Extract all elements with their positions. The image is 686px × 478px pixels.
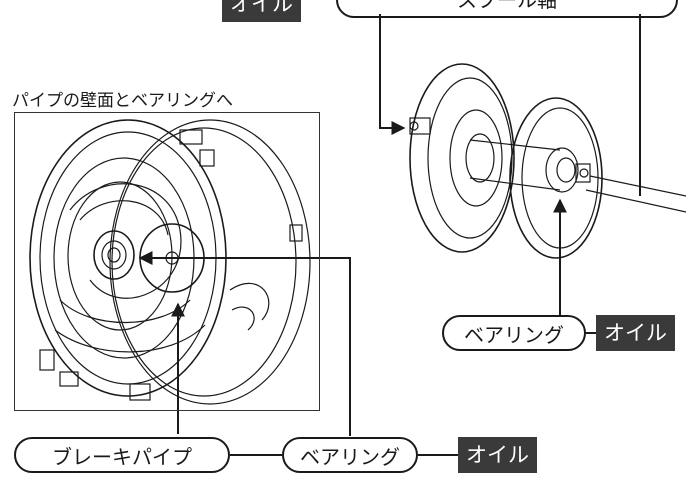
brake-pipe-label: ブレーキパイプ	[52, 445, 192, 469]
bearing-callout-right: ベアリング	[442, 315, 586, 351]
oil-tag-right: オイル	[596, 315, 675, 351]
brake-pipe-callout: ブレーキパイプ	[14, 437, 230, 473]
callout-lines	[138, 14, 641, 456]
bearing-label-right: ベアリング	[464, 323, 564, 347]
oil-tag-top: オイル	[222, 0, 301, 22]
bearing-callout-bottom: ベアリング	[282, 437, 418, 473]
oil-tag-bottom: オイル	[458, 437, 537, 473]
bearing-label-bottom: ベアリング	[300, 445, 400, 469]
spool-axis-callout: スプール軸	[336, 0, 678, 18]
left-panel-caption: パイプの壁面とベアリングへ	[12, 91, 233, 111]
spool-axis-label: スプール軸	[457, 0, 557, 12]
brake-drum-frame	[14, 112, 320, 411]
spool-illustration	[409, 63, 686, 259]
